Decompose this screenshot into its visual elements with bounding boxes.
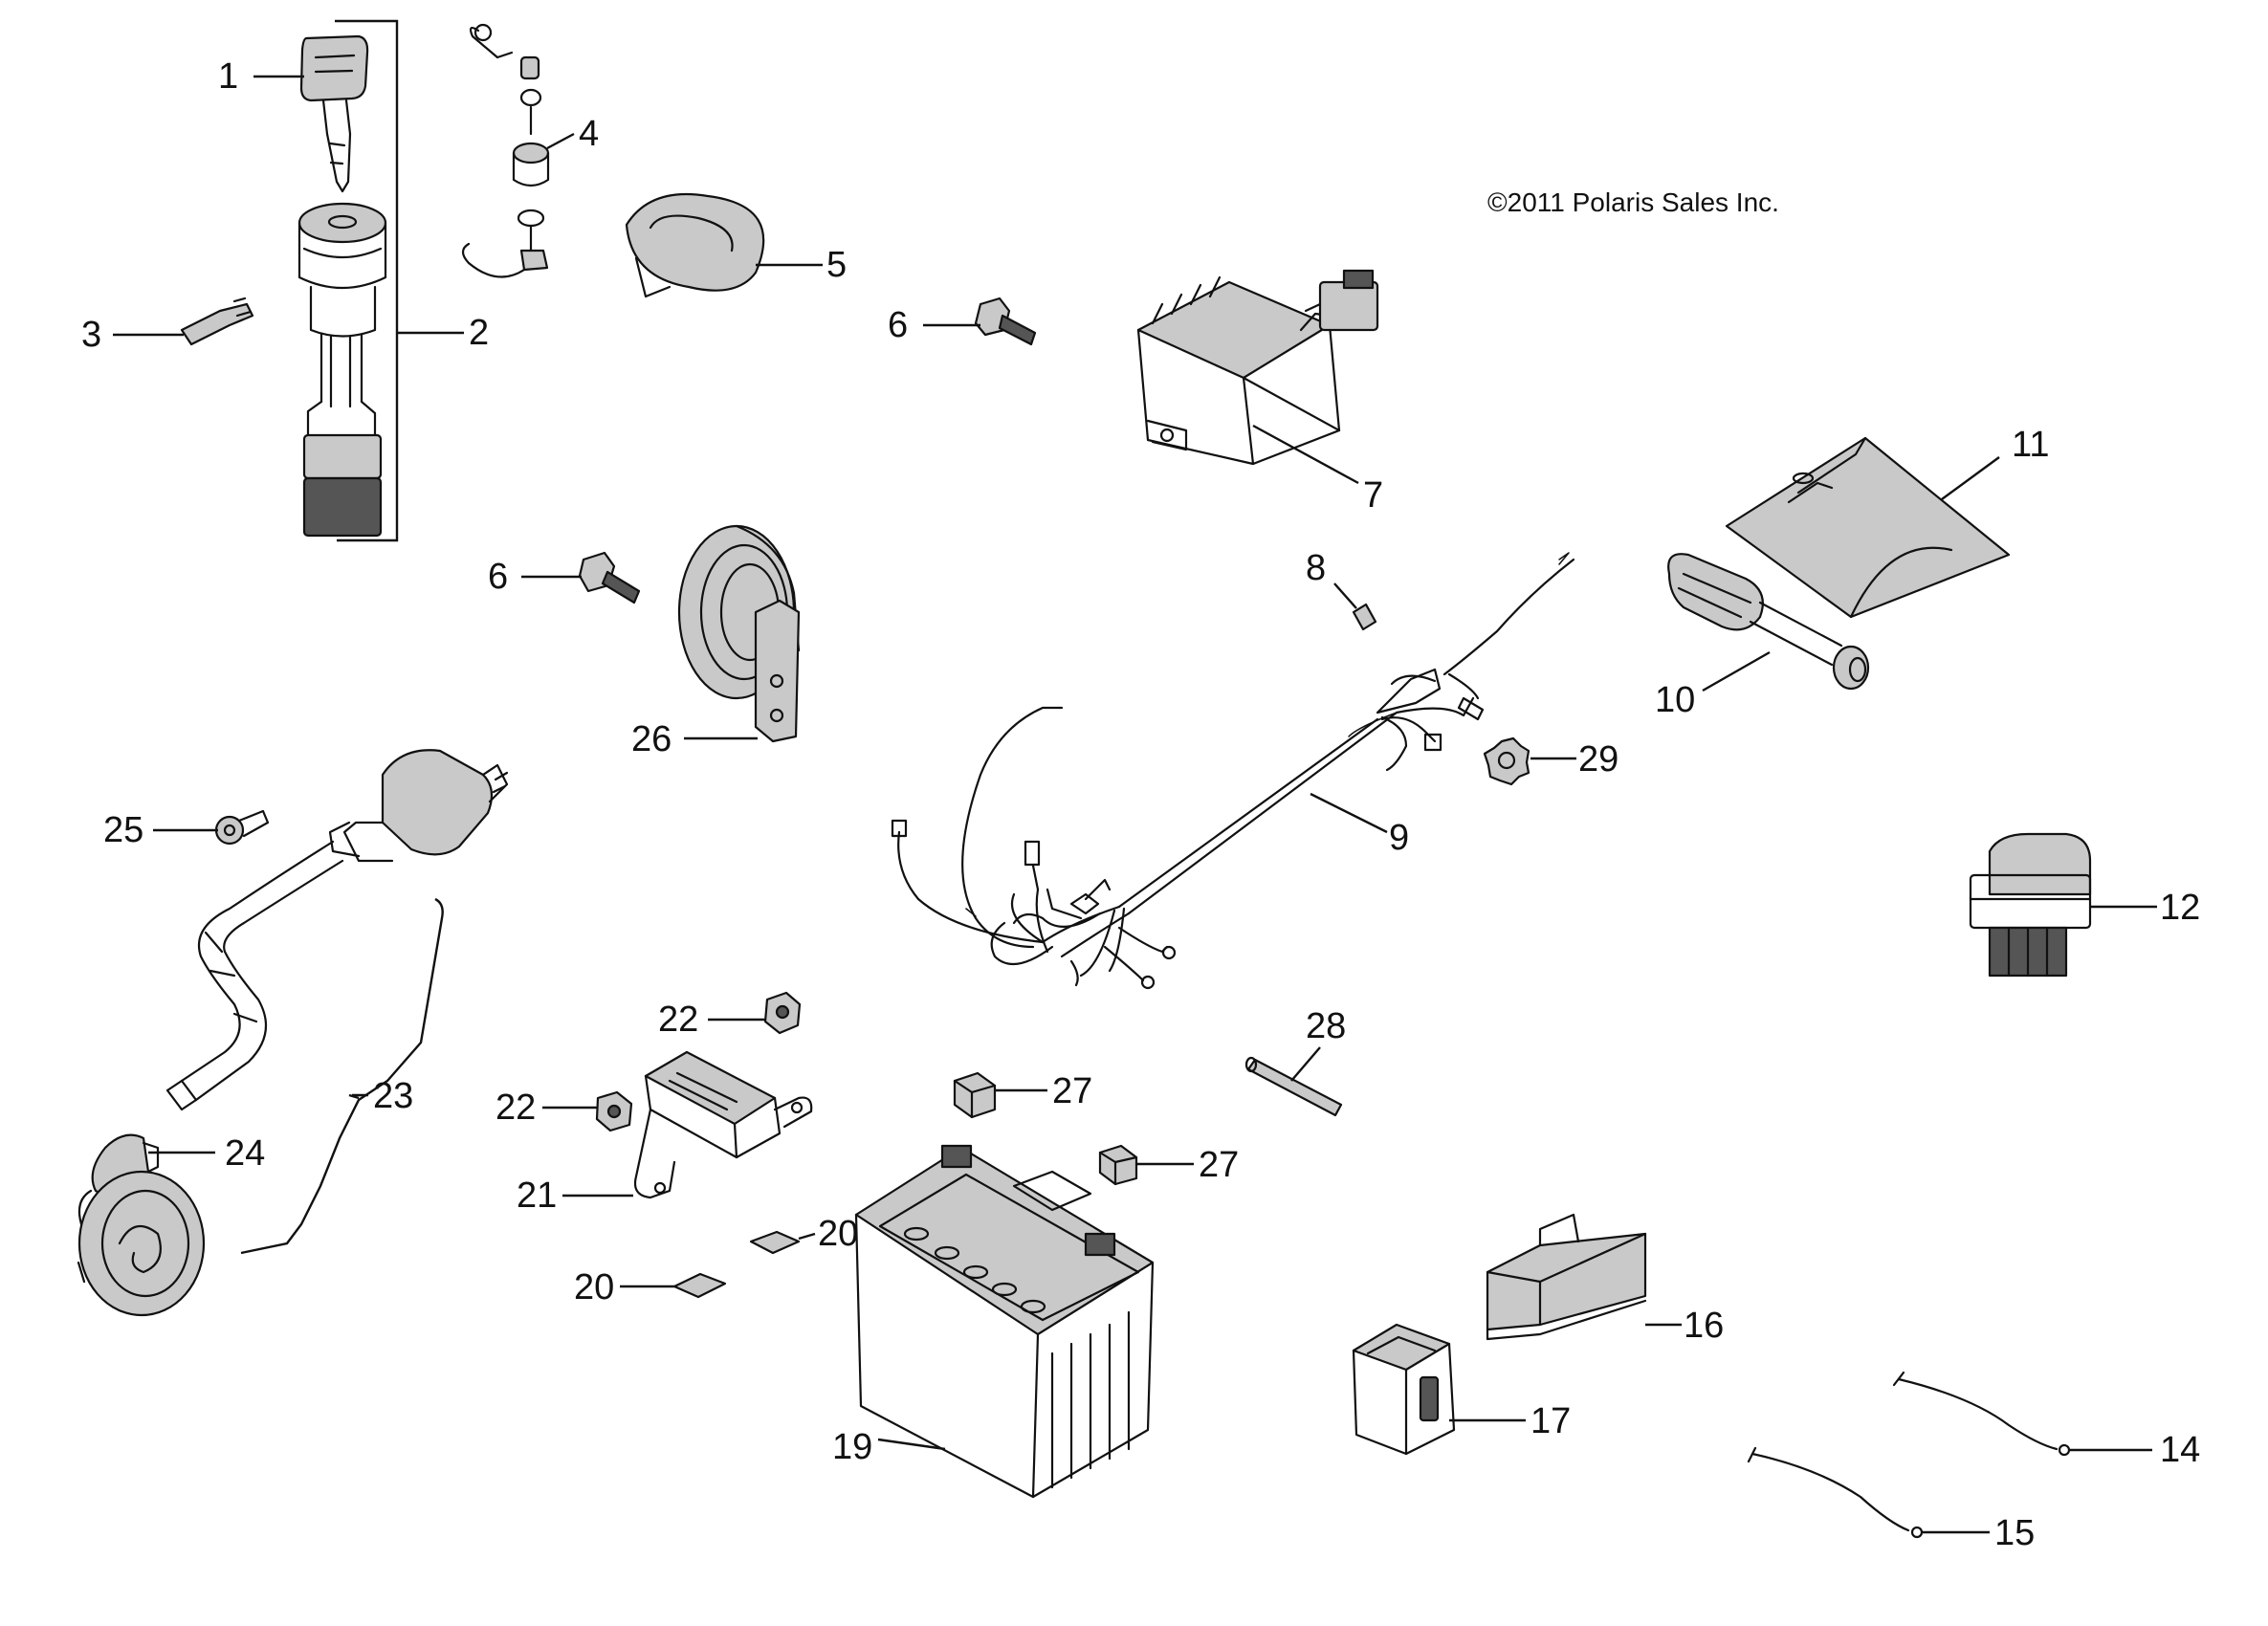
leader-8: [1333, 582, 1357, 609]
spark-plug-cap-part: [77, 1133, 206, 1317]
ground-wire-part-15: [1747, 1446, 1924, 1539]
callout-22b: 22: [495, 1088, 536, 1128]
bolt-part-upper: [974, 297, 1037, 346]
callout-11: 11: [2012, 425, 2049, 465]
ignition-key-part: [299, 34, 369, 193]
callout-6a: 6: [888, 305, 908, 345]
wire-harness-part: [891, 552, 1575, 990]
cdi-module-part: [1486, 1213, 1647, 1341]
horn-part: [677, 524, 801, 743]
callout-29: 29: [1578, 739, 1618, 780]
nut-part-upper: [763, 991, 802, 1035]
callout-8: 8: [1306, 548, 1326, 588]
callout-17: 17: [1530, 1401, 1571, 1441]
clip-part: [180, 297, 254, 346]
callout-4: 4: [579, 114, 599, 154]
callout-23: 23: [373, 1076, 413, 1116]
bracket-23-tip: [348, 1093, 360, 1100]
callout-15: 15: [1994, 1513, 2035, 1553]
rubber-mount-part: [1352, 1323, 1456, 1456]
callout-5: 5: [826, 245, 847, 285]
callout-22a: 22: [658, 1000, 698, 1040]
pad-cube-part-lower: [1098, 1144, 1138, 1186]
callout-9: 9: [1389, 818, 1409, 858]
leader-19: [877, 1438, 946, 1451]
leader-11: [1941, 456, 2000, 500]
callout-20b: 20: [574, 1267, 614, 1307]
callout-24: 24: [225, 1133, 265, 1174]
callout-20a: 20: [818, 1214, 858, 1254]
callout-28: 28: [1306, 1006, 1346, 1046]
ignition-switch-part: [297, 202, 387, 538]
leader-7: [1252, 424, 1359, 485]
leader-28: [1290, 1046, 1321, 1082]
callout-7: 7: [1363, 475, 1383, 516]
callout-12: 12: [2160, 888, 2200, 928]
callout-26: 26: [631, 719, 672, 759]
callout-25: 25: [103, 810, 143, 850]
pin-part: [1244, 1056, 1343, 1117]
leader-9: [1310, 792, 1388, 834]
pad-part-upper: [749, 1230, 801, 1255]
ground-wire-part-14: [1892, 1371, 2071, 1457]
copyright-text: ©2011 Polaris Sales Inc.: [1487, 187, 1779, 217]
callout-6b: 6: [488, 557, 508, 597]
leader-10: [1702, 650, 1771, 692]
leader-20a: [798, 1232, 816, 1241]
bracket-2: [335, 19, 399, 542]
pad-part-lower: [672, 1272, 727, 1299]
voltage-regulator-part: [1136, 269, 1379, 466]
callout-16: 16: [1684, 1306, 1724, 1346]
callout-19: 19: [832, 1427, 872, 1467]
callout-1: 1: [218, 56, 238, 97]
callout-27a: 27: [1052, 1071, 1092, 1111]
callout-2: 2: [469, 313, 489, 353]
ignition-coil-part: [165, 749, 509, 1111]
leader-4: [546, 132, 575, 150]
callout-21: 21: [517, 1176, 557, 1216]
battery-holddown-part: [633, 1050, 813, 1199]
tether-cover-part: [625, 192, 765, 298]
tool-part: [1667, 553, 1870, 691]
bracket-23: [240, 897, 444, 1255]
relay-part: [1969, 832, 2092, 978]
bolt-part-lower: [578, 551, 641, 604]
pad-cube-part-upper: [953, 1071, 997, 1119]
callout-10: 10: [1655, 680, 1695, 720]
battery-part: [854, 1144, 1155, 1499]
tether-switch-part: [461, 23, 550, 278]
small-clip-part: [1352, 603, 1377, 631]
nut-part-lower: [595, 1090, 633, 1132]
star-washer-part: [1483, 736, 1530, 786]
hardware-bag-part: [1725, 436, 2011, 619]
callout-27b: 27: [1199, 1145, 1239, 1185]
callout-14: 14: [2160, 1430, 2200, 1470]
callout-3: 3: [81, 315, 101, 355]
ground-clamp-part: [214, 809, 270, 846]
